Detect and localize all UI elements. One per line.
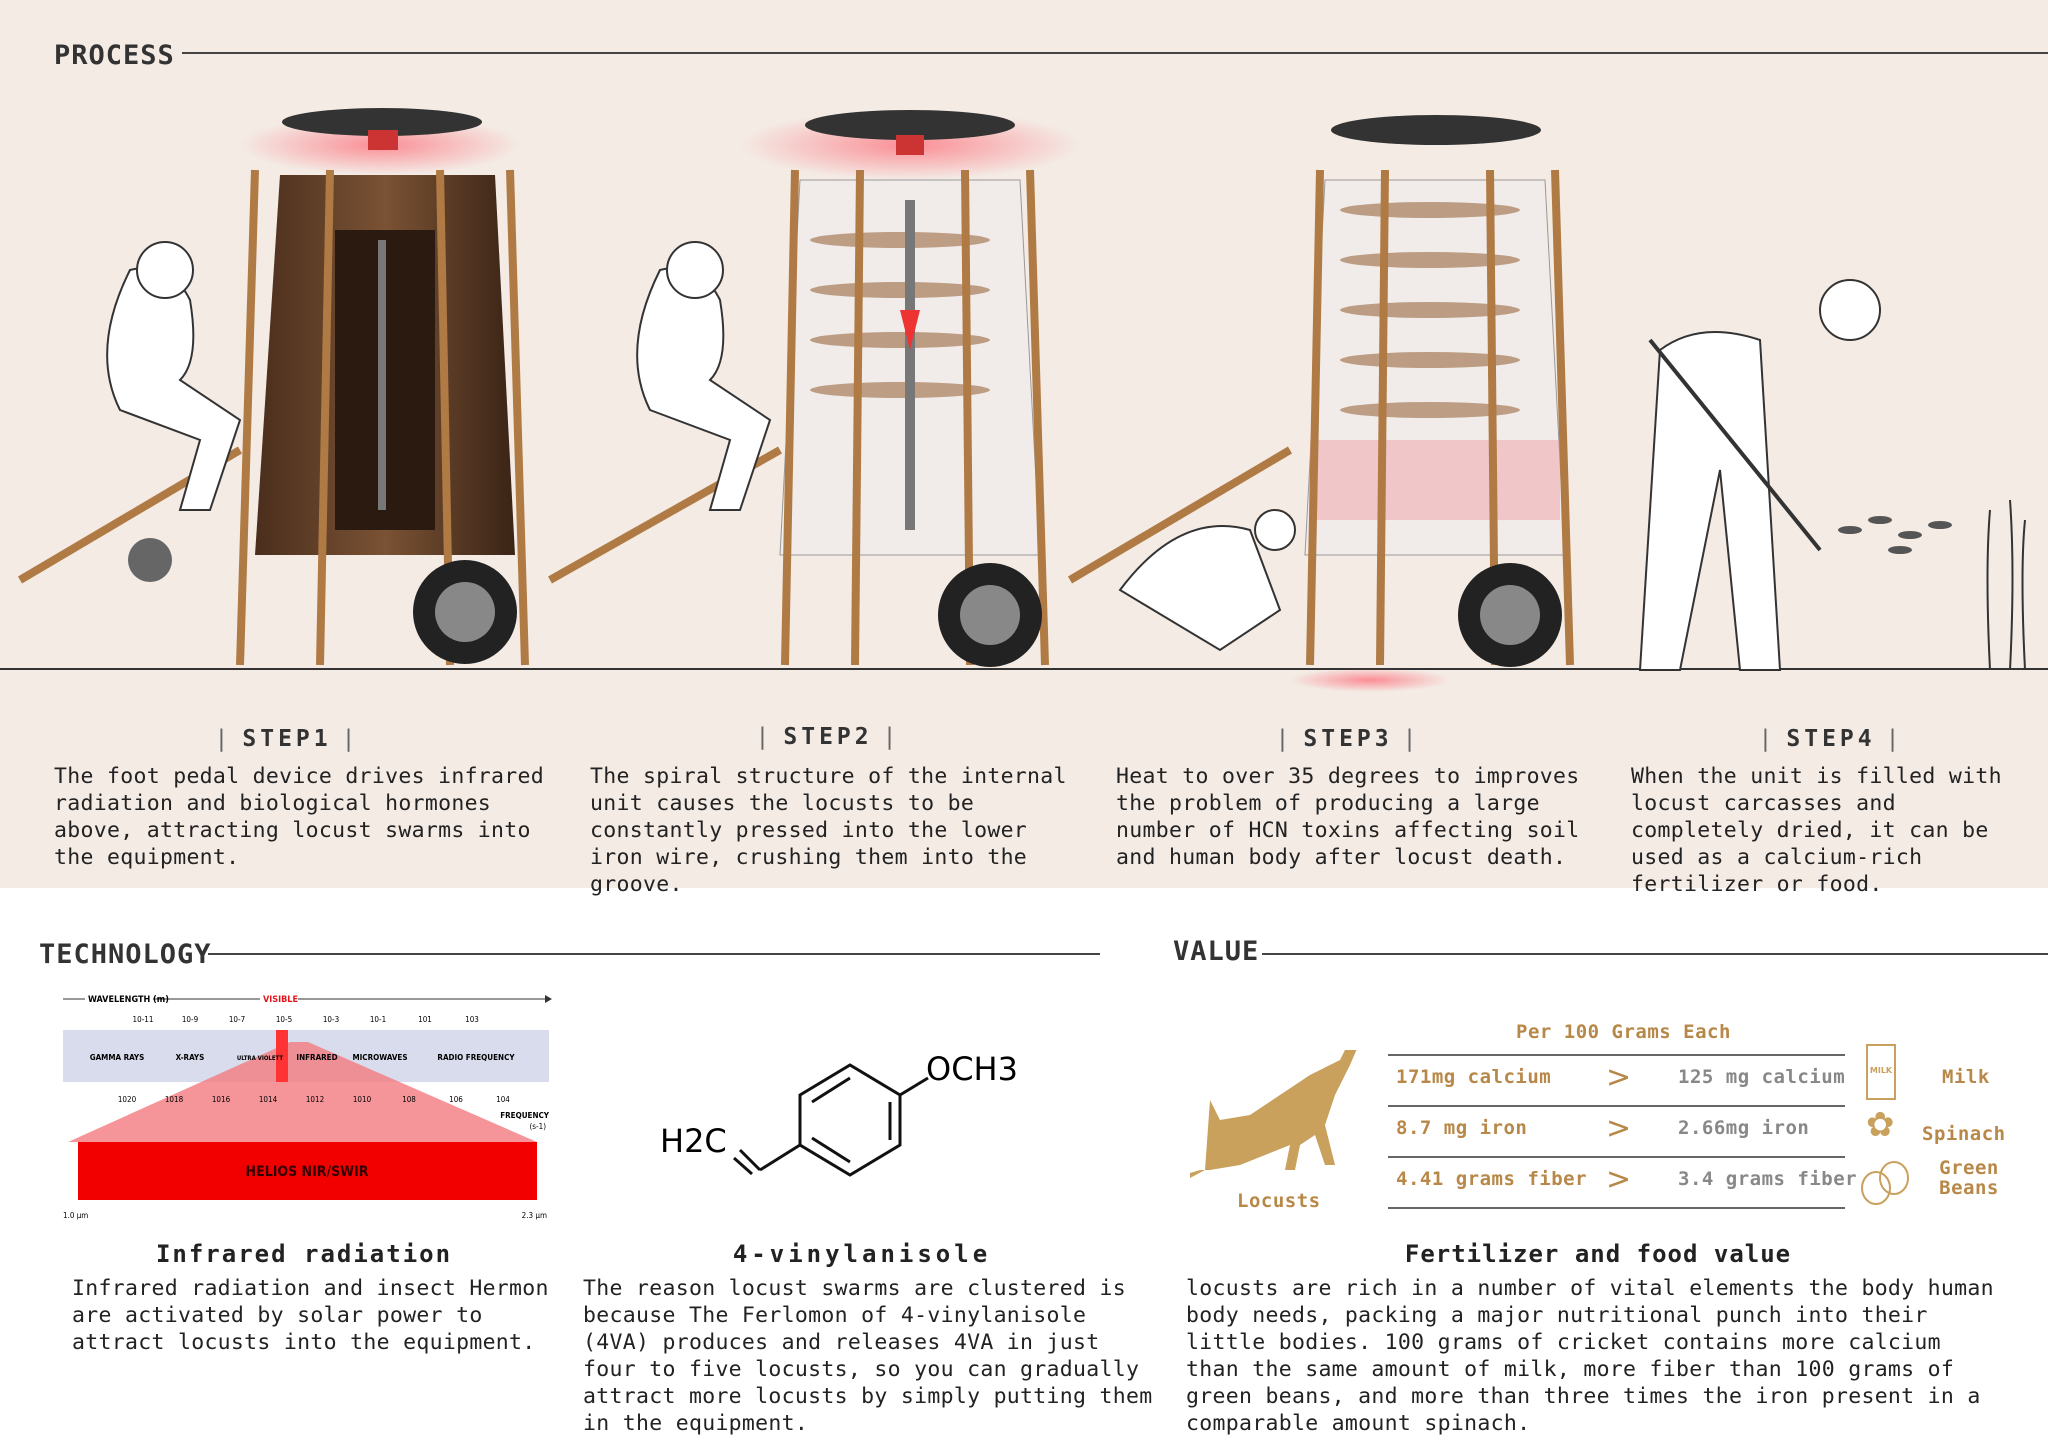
food-label: Spinach: [1922, 1123, 2006, 1145]
value-text: locusts are rich in a number of vital el…: [1186, 1276, 1994, 1436]
person-shoveling: [1638, 331, 1782, 671]
table-row: 171mg calcium > 125 mg calcium MILK Milk: [1388, 1044, 2048, 1100]
table-row: 8.7 mg iron > 2.66mg iron ✿ Spinach: [1388, 1105, 2048, 1147]
device-step1: [17, 108, 529, 666]
comparison-value: 3.4 grams fiber: [1678, 1168, 1858, 1190]
band-label: RADIO FREQUENCY: [437, 1053, 515, 1062]
food-label: Green Beans: [1939, 1157, 1999, 1199]
process-title: PROCESS: [54, 40, 175, 71]
comparison-value: 2.66mg iron: [1678, 1117, 1810, 1139]
frequency-tick: 108: [402, 1095, 416, 1104]
technology-title: TECHNOLOGY: [39, 939, 212, 970]
table-title: Per 100 Grams Each: [1516, 1021, 1731, 1043]
step-label-2: STEP2: [746, 724, 911, 750]
visible-rainbow: [276, 1030, 288, 1082]
wavelength-tick: 10-9: [182, 1015, 199, 1024]
locust-value: 4.41 grams fiber: [1396, 1168, 1588, 1190]
device-step2: [548, 110, 1080, 667]
band-label: MICROWAVES: [352, 1053, 407, 1062]
vinylanisole-heading: 4-vinylanisole: [732, 1240, 992, 1268]
vinylanisole-text: The reason locust swarms are clustered i…: [583, 1276, 1153, 1436]
frequency-tick: 1014: [259, 1095, 278, 1104]
table-row: 4.41 grams fiber > 3.4 grams fiber Green…: [1388, 1158, 2048, 1205]
frequency-tick: 1018: [165, 1095, 184, 1104]
milk-carton-icon: MILK: [1866, 1044, 1896, 1100]
vinyl-group: H2C: [660, 1122, 727, 1160]
divider: [1262, 953, 2048, 955]
wavelength-tick: 10-7: [229, 1015, 245, 1024]
greater-than-icon: >: [1606, 1111, 1632, 1146]
wavelength-tick: 10-1: [370, 1015, 386, 1024]
wavelength-tick: 10-11: [133, 1015, 154, 1024]
locust-icon: [1190, 1050, 1357, 1178]
infrared-heading: Infrared radiation: [155, 1240, 453, 1268]
spinach-leaf-icon: ✿: [1866, 1105, 1895, 1145]
frequency-tick: 104: [496, 1095, 510, 1104]
step-label-1: STEP1: [205, 726, 370, 752]
table-rule: [1388, 1105, 1845, 1107]
step-text-4: When the unit is filled with locust carc…: [1631, 764, 2002, 897]
device-step3: [1067, 115, 2026, 692]
frequency-tick: 1020: [118, 1095, 137, 1104]
infrared-text: Infrared radiation and insect Hermon are…: [72, 1276, 549, 1355]
frequency-tick: 1010: [353, 1095, 372, 1104]
divider: [208, 953, 1100, 955]
table-rule: [1388, 1156, 1845, 1158]
visible-label: VISIBLE: [263, 995, 298, 1005]
frequency-unit: (s-1): [529, 1122, 546, 1131]
band-label: ULTRA VIOLETT: [237, 1055, 283, 1062]
wavelength-label: WAVELENGTH (m): [88, 995, 169, 1005]
band-label: X-RAYS: [176, 1053, 205, 1062]
step-text-1: The foot pedal device drives infrared ra…: [54, 764, 545, 870]
step-text-3: Heat to over 35 degrees to improves the …: [1116, 764, 1580, 870]
greater-than-icon: >: [1606, 1162, 1632, 1197]
helios-label: HELIOS NIR/SWIR: [246, 1164, 369, 1180]
range-max: 2.3 µm: [522, 1211, 547, 1220]
em-spectrum-chart: WAVELENGTH (m) VISIBLE 10-11 10-9 10-7 10-5…: [63, 992, 552, 1220]
step-label-4: STEP4: [1749, 726, 1914, 752]
beans-icon: [1861, 1161, 1909, 1205]
frequency-tick: 1012: [306, 1095, 324, 1104]
comparison-value: 125 mg calcium: [1678, 1066, 1846, 1088]
frequency-label: FREQUENCY: [500, 1111, 550, 1120]
wavelength-tick: 101: [418, 1015, 432, 1024]
process-illustration: [0, 108, 2048, 692]
person-pedaling: [636, 267, 772, 511]
wavelength-tick: 10-5: [276, 1015, 292, 1024]
wavelength-tick: 103: [465, 1015, 479, 1024]
value-title: VALUE: [1173, 936, 1260, 967]
divider: [182, 52, 2048, 54]
person-kneeling: [1118, 525, 1282, 652]
step-label-3: STEP3: [1266, 726, 1431, 752]
step-text-2: The spiral structure of the internal uni…: [590, 764, 1067, 897]
helios-band: [78, 1142, 537, 1200]
range-min: 1.0 µm: [63, 1211, 88, 1220]
locust-value: 171mg calcium: [1396, 1066, 1552, 1088]
dome-cap: [282, 108, 482, 136]
wavelength-tick: 10-3: [323, 1015, 339, 1024]
table-rule: [1388, 1207, 1845, 1209]
table-rule: [1388, 1054, 1845, 1056]
frequency-tick: 106: [449, 1095, 463, 1104]
locust-value: 8.7 mg iron: [1396, 1117, 1528, 1139]
greater-than-icon: >: [1606, 1060, 1632, 1095]
locusts-label: Locusts: [1237, 1190, 1321, 1212]
4-vinylanisole-structure: H2C OCH3: [660, 1050, 1018, 1177]
value-heading: Fertilizer and food value: [1404, 1240, 1792, 1268]
band-label: INFRARED: [296, 1053, 337, 1062]
band-label: GAMMA RAYS: [90, 1053, 145, 1062]
methoxy-group: OCH3: [926, 1050, 1018, 1088]
food-label: Milk: [1942, 1066, 1990, 1088]
person-pedaling: [106, 267, 242, 511]
frequency-tick: 1016: [212, 1095, 231, 1104]
